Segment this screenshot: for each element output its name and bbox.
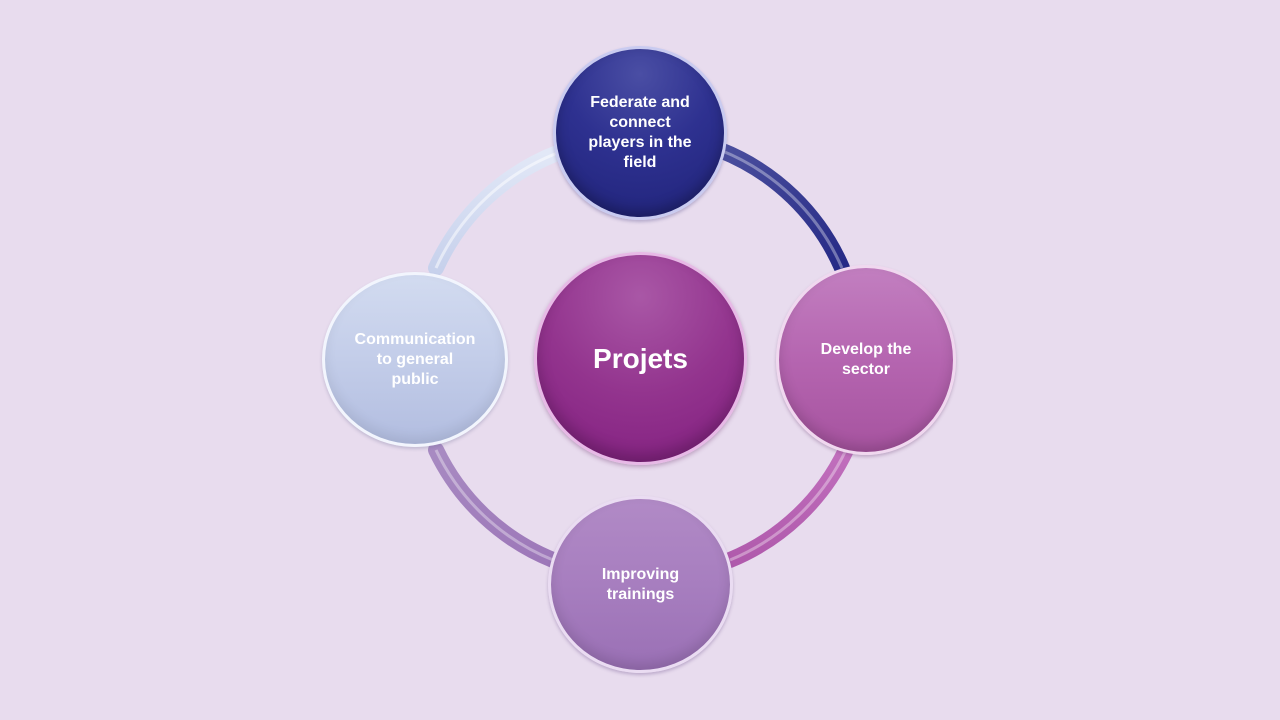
node-improving-trainings-label: Improving trainings [601, 565, 680, 603]
ring-arc-bottom-left [428, 442, 561, 568]
node-improving-trainings: Improving trainings [548, 496, 733, 673]
node-communication-public-label: Communication to general public [354, 330, 476, 388]
node-develop-sector: Develop the sector [776, 265, 956, 455]
node-federate-connect-label: Federate and connect players in the fiel… [588, 94, 692, 171]
ring-arc-bottom-right [722, 442, 854, 568]
ring-arc-top-left [428, 144, 568, 276]
node-center-label: Projets [593, 342, 688, 374]
ring-arc-top-right [712, 142, 850, 276]
node-develop-sector-label: Develop the sector [820, 341, 912, 378]
node-communication-public: Communication to general public [322, 272, 508, 447]
node-center-projets: Projets [534, 252, 747, 465]
node-federate-connect: Federate and connect players in the fiel… [553, 46, 727, 220]
